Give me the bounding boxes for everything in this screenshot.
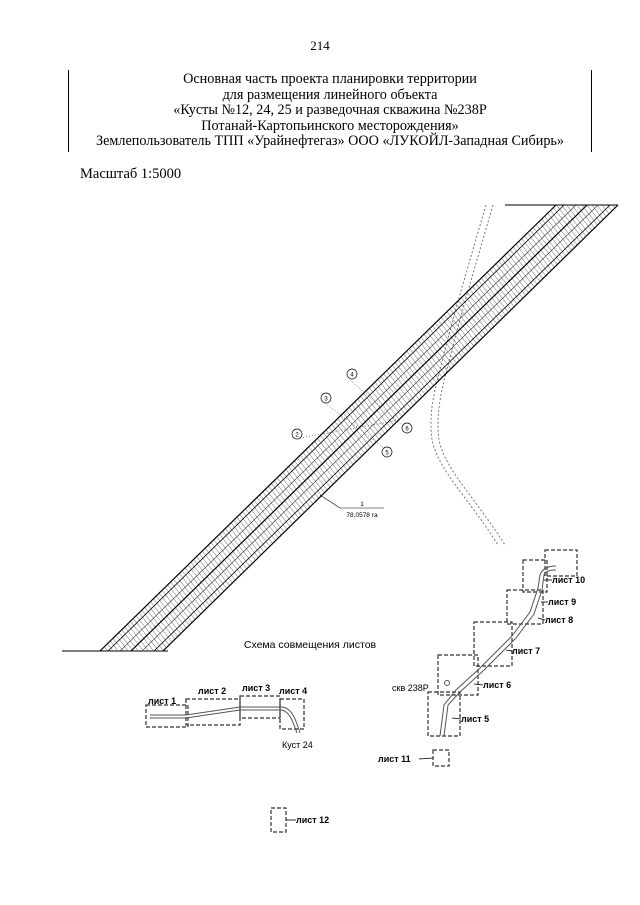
sheet-2-frame [185,698,241,726]
sheet-12-label: лист 12 [296,815,329,825]
title-line-4: Потанай-Картопьинского месторождения» [201,117,459,134]
title-block: Основная часть проекта планировки террит… [68,70,592,152]
parcel-area: 78,0578 га [346,512,378,519]
sheet-5-frame [427,691,461,737]
scheme-right-route [439,565,557,737]
title-block-left-rule [68,70,69,152]
sheet-4-label: лист 4 [279,686,307,696]
point-6: 6 [401,422,413,434]
point-5-label: 5 [385,451,389,457]
sheet-1-frame [145,704,189,728]
kust-24-label: Куст 24 [282,740,313,750]
sheet-9-label: лист 9 [548,597,576,607]
sheet-8-frame [506,589,544,625]
title-block-right-rule [591,70,592,152]
sheet-10-frame [544,549,578,577]
sheet-11-frame [432,749,450,767]
title-line-1: Основная часть проекта планировки террит… [183,71,477,87]
scale-label: Масштаб 1:5000 [80,166,182,182]
sheet-5-label: лист 5 [461,714,489,724]
parcel-number: 1 [360,501,364,508]
page-number: 214 [310,38,330,53]
title-block-text: Основная часть проекта планировки террит… [68,71,592,150]
point-6-label: 6 [405,427,409,433]
title-line-3: «Кусты №12, 24, 25 и разведочная скважин… [173,102,487,119]
scheme-left-route [150,706,301,734]
sheet-12-frame [270,807,287,833]
point-3-label: 3 [324,397,328,403]
sheet-7-frame [473,621,513,667]
title-line-5: Землепользователь ТПП «Урайнефтегаз» ООО… [96,133,564,150]
sheet-7-label: лист 7 [512,646,540,656]
sheet-8-label: лист 8 [545,615,573,625]
pipeline-corridor [99,204,619,652]
sheet-2-label: лист 2 [198,686,226,696]
sheet-1-label: лист 1 [148,696,176,706]
point-3: 3 [320,392,332,404]
point-5: 5 [381,446,393,458]
sheet-6-label: лист 6 [483,680,511,690]
sheet-scheme-left [145,695,305,730]
sheet-10-label: лист 10 [552,575,585,585]
point-leaders [299,379,406,452]
point-2-label: 2 [295,433,299,439]
well-238r-label: скв 238Р [392,683,429,693]
point-4-label: 4 [350,373,354,379]
sheet-scheme-right [270,549,578,833]
sheet-label-leaders [286,579,552,821]
sheet-4-frame [279,698,305,730]
point-2: 2 [291,428,303,440]
scheme-title: Схема совмещения листов [244,639,377,651]
sheet-11-label: лист 11 [378,754,411,764]
sheet-3-label: лист 3 [242,683,270,693]
parcel-label: 1 78,0578 га [319,494,384,519]
point-4: 4 [346,368,358,380]
dirt-road [430,204,506,546]
title-line-2: для размещения линейного объекта [222,86,438,103]
